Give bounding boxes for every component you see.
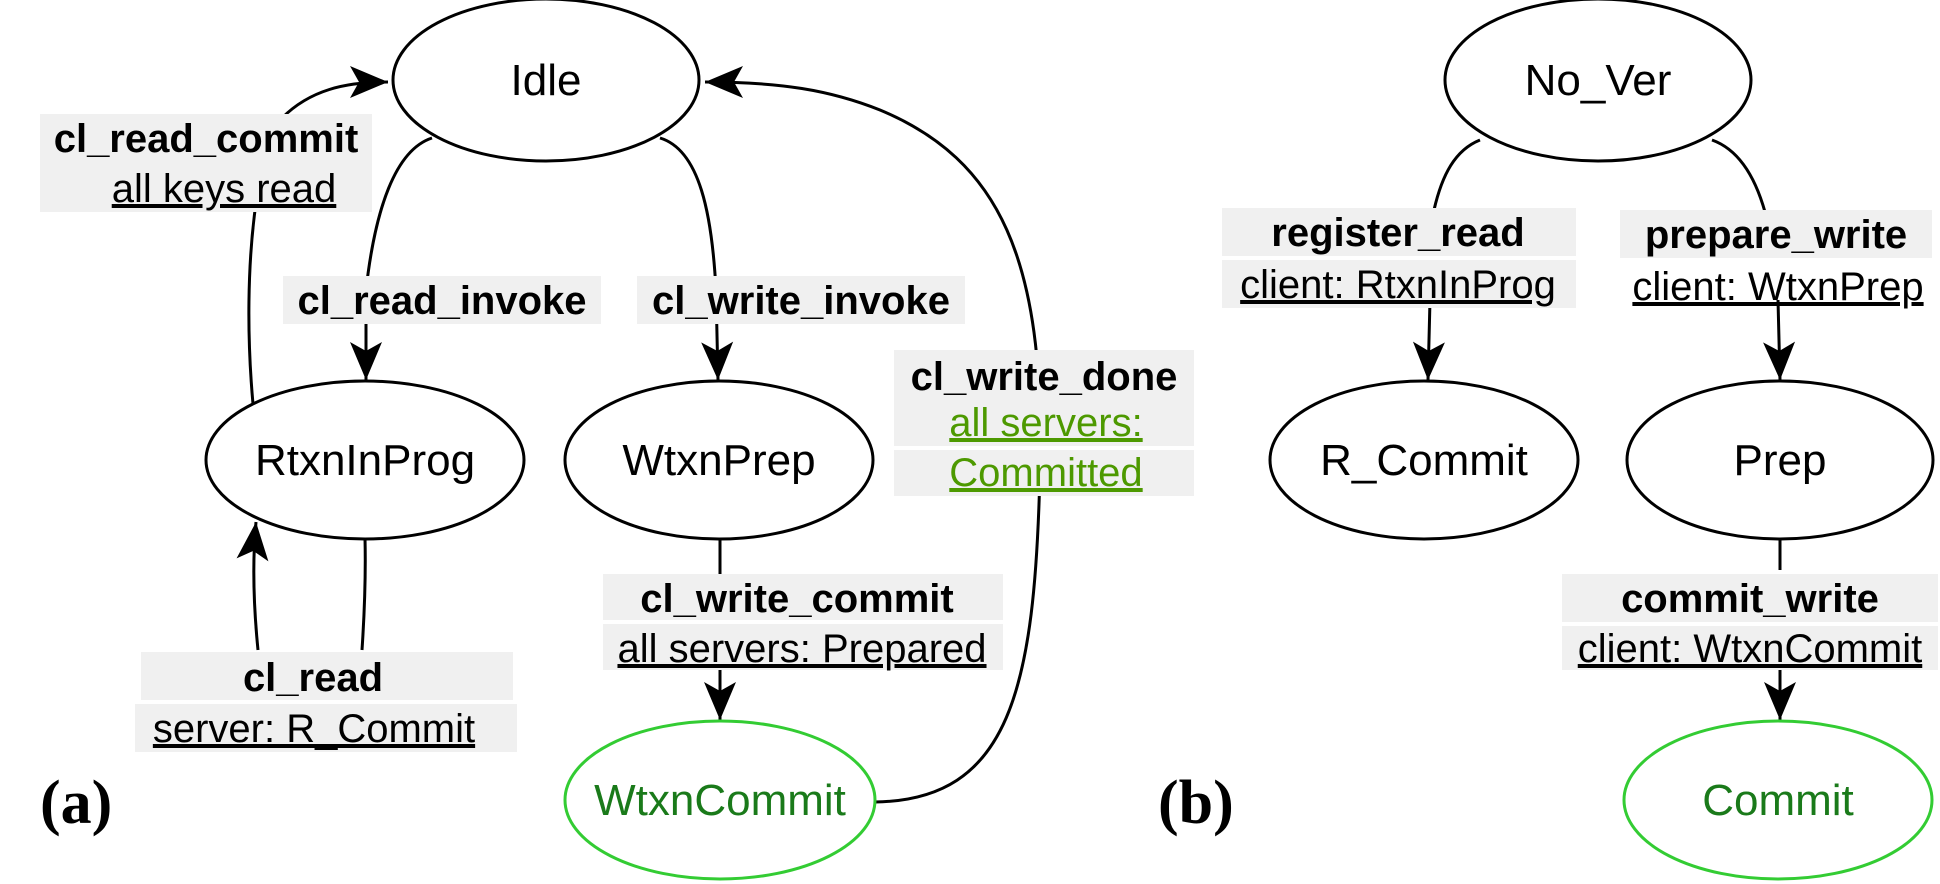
- state-rtxn-in-prog: RtxnInProg: [204, 379, 526, 541]
- label-prepare-write-condition: client: WtxnPrep: [1632, 265, 1923, 309]
- label-cl-read-commit-condition: all keys read: [112, 167, 337, 211]
- label-register-read: register_read client: RtxnInProg: [1222, 208, 1576, 308]
- state-rtxn-in-prog-label: RtxnInProg: [255, 436, 475, 485]
- label-cl-read-invoke-title: cl_read_invoke: [297, 279, 586, 323]
- label-prepare-write: prepare_write client: WtxnPrep: [1620, 210, 1932, 309]
- label-cl-write-invoke-title: cl_write_invoke: [652, 279, 950, 323]
- edge-cl-read-invoke: [350, 136, 433, 380]
- label-cl-write-done-condition-line2: Committed: [949, 451, 1142, 495]
- label-register-read-condition: client: RtxnInProg: [1240, 263, 1556, 307]
- label-cl-read-condition: server: R_Commit: [153, 707, 475, 751]
- state-prep: Prep: [1625, 379, 1935, 541]
- label-cl-write-done-condition-line1: all servers:: [949, 401, 1142, 445]
- label-cl-write-done: cl_write_done all servers: Committed: [894, 350, 1194, 496]
- state-prep-label: Prep: [1734, 436, 1827, 485]
- label-cl-read-title: cl_read: [243, 656, 383, 700]
- state-idle: Idle: [391, 0, 701, 163]
- state-no-ver-label: No_Ver: [1525, 56, 1672, 105]
- label-cl-write-commit: cl_write_commit all servers: Prepared: [603, 574, 1003, 671]
- state-no-ver: No_Ver: [1443, 0, 1753, 163]
- label-register-read-title: register_read: [1271, 211, 1524, 255]
- state-idle-label: Idle: [511, 56, 582, 105]
- label-cl-read-commit-title: cl_read_commit: [54, 117, 359, 161]
- label-cl-write-done-title: cl_write_done: [911, 355, 1178, 399]
- label-commit-write: commit_write client: WtxnCommit: [1562, 574, 1938, 671]
- edge-cl-read-down: [360, 537, 367, 651]
- label-commit-write-condition: client: WtxnCommit: [1578, 627, 1923, 671]
- edge-cl-read-up: [236, 521, 269, 651]
- panel-a: Idle RtxnInProg WtxnPrep WtxnCommit cl_r…: [40, 0, 1194, 881]
- panel-b-label: (b): [1158, 769, 1234, 837]
- label-commit-write-title: commit_write: [1621, 577, 1879, 621]
- state-commit-label: Commit: [1702, 776, 1854, 825]
- state-wtxn-prep: WtxnPrep: [563, 379, 875, 541]
- label-cl-read-invoke: cl_read_invoke: [283, 276, 601, 324]
- label-cl-write-commit-condition: all servers: Prepared: [617, 627, 986, 671]
- label-cl-read-commit: cl_read_commit all keys read: [40, 114, 372, 212]
- state-r-commit: R_Commit: [1268, 379, 1580, 541]
- panel-b-edges: [1428, 138, 1780, 720]
- edge-cl-write-done: [704, 66, 1042, 804]
- label-cl-read: cl_read server: R_Commit: [135, 652, 517, 752]
- state-commit: Commit: [1622, 719, 1934, 881]
- label-cl-write-commit-title: cl_write_commit: [640, 577, 953, 621]
- edge-cl-write-invoke: [659, 136, 734, 381]
- edge-prepare-write: [1711, 138, 1780, 380]
- state-r-commit-label: R_Commit: [1320, 436, 1528, 485]
- label-prepare-write-title: prepare_write: [1645, 213, 1907, 257]
- panel-b: No_Ver R_Commit Prep Commit register_rea…: [1158, 0, 1938, 881]
- state-wtxn-commit: WtxnCommit: [563, 719, 877, 881]
- state-wtxn-commit-label: WtxnCommit: [594, 776, 846, 825]
- label-cl-write-invoke: cl_write_invoke: [637, 276, 965, 324]
- panel-a-label: (a): [40, 769, 112, 837]
- state-wtxn-prep-label: WtxnPrep: [622, 436, 815, 485]
- edge-register-read: [1428, 138, 1481, 380]
